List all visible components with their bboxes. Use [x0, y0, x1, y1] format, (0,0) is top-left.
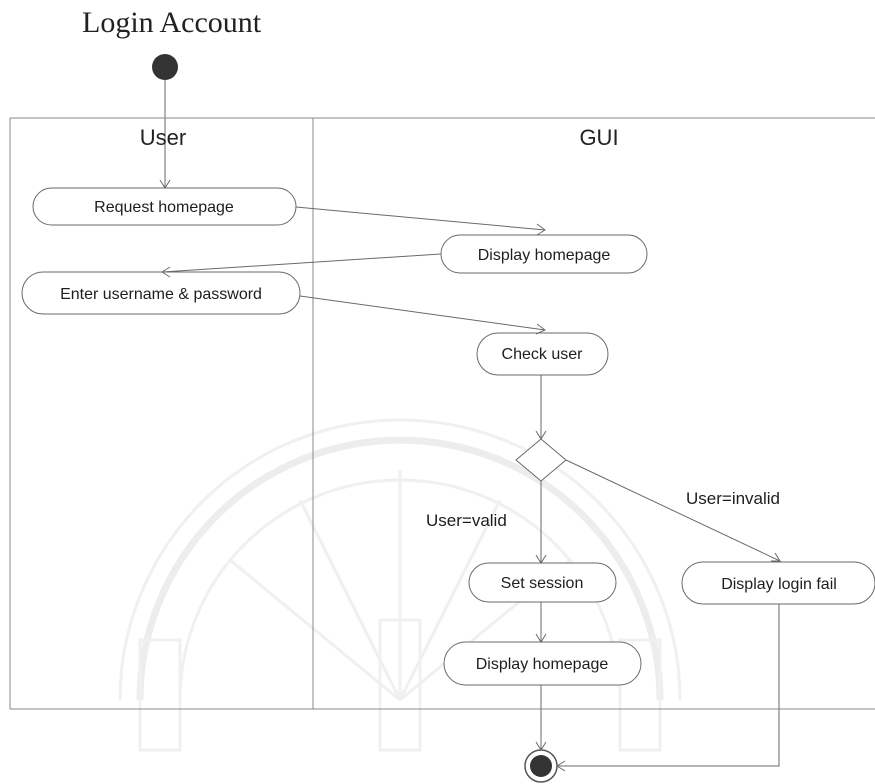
action-check-user: Check user [476, 332, 609, 376]
lane-title-user: User [140, 125, 186, 150]
action-display-homepage-1: Display homepage [440, 234, 648, 274]
control-flows [161, 206, 781, 772]
action-display-homepage-2-label: Display homepage [476, 656, 609, 673]
initial-node [152, 54, 178, 80]
guard-user-valid: User=valid [426, 511, 507, 530]
swimlane-frame [9, 117, 875, 710]
action-display-homepage-2: Display homepage [443, 641, 642, 686]
watermark-emblem [118, 418, 682, 752]
final-node [524, 749, 558, 783]
lane-title-gui: GUI [579, 125, 618, 150]
action-request-homepage-label: Request homepage [94, 199, 234, 216]
guard-user-invalid: User=invalid [686, 489, 780, 508]
action-set-session: Set session [468, 562, 617, 603]
action-display-homepage-1-label: Display homepage [478, 247, 611, 264]
action-enter-credentials-label: Enter username & password [60, 286, 262, 303]
action-check-user-label: Check user [502, 346, 584, 363]
action-enter-credentials: Enter username & password [21, 271, 301, 315]
action-set-session-label: Set session [501, 575, 584, 592]
action-display-login-fail-label: Display login fail [721, 576, 837, 593]
action-display-login-fail: Display login fail [681, 561, 875, 605]
action-request-homepage: Request homepage [32, 187, 297, 226]
diagram-title: Login Account [82, 6, 262, 39]
